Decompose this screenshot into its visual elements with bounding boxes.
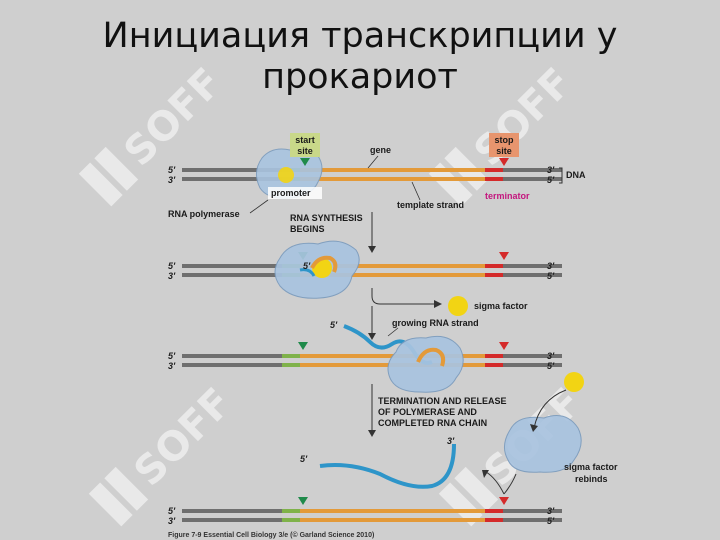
- dna-5prime-label: 5′: [168, 506, 176, 516]
- rna-5prime-label: 5′: [300, 454, 308, 464]
- dna-5prime-label: 5′: [547, 516, 555, 526]
- watermark-top-left: SOFF: [78, 60, 232, 207]
- watermark-top-right: SOFF: [428, 60, 582, 207]
- dna-5prime-label: 5′: [547, 361, 555, 371]
- dna-3prime-label: 3′: [168, 271, 176, 281]
- stop-site-label: site: [496, 146, 512, 156]
- dna-label: DNA: [566, 170, 586, 180]
- dna-5prime-label: 5′: [168, 351, 176, 361]
- slide-title: Инициация транскрипции у прокариот: [0, 16, 720, 98]
- watermark-text: SOFF: [116, 60, 232, 176]
- dna-5prime-label: 5′: [168, 261, 176, 271]
- template-strand-label: template strand: [397, 200, 464, 210]
- dna-3prime-label: 3′: [168, 175, 176, 185]
- start-site-label: start: [295, 135, 315, 145]
- sigma-factor-rebinds-label: sigma factor: [564, 462, 618, 472]
- rna-polymerase: [387, 335, 464, 393]
- gene-label: gene: [370, 145, 391, 155]
- rebinding-sigma-factor: [564, 372, 584, 392]
- watermark-text: SOFF: [126, 380, 242, 496]
- slide-title-line2: прокариот: [262, 57, 458, 97]
- sigma-factor: [278, 167, 294, 183]
- dna-3prime-label: 3′: [547, 506, 555, 516]
- watermark-text: SOFF: [466, 60, 582, 176]
- sigma-factor-label: sigma factor: [474, 301, 528, 311]
- rna-5prime-label: 5′: [330, 320, 338, 330]
- dna-row-1: [182, 168, 562, 181]
- stop-site-label: stop: [495, 135, 515, 145]
- rna-5prime-label: 5′: [303, 261, 311, 271]
- stop-site-box: [489, 133, 519, 157]
- promoter-label: promoter: [271, 188, 311, 198]
- stop-site-marker: [499, 158, 509, 166]
- rna-3prime-label: 3′: [447, 436, 455, 446]
- released-sigma-factor: [448, 296, 468, 316]
- free-rna-polymerase: [504, 415, 582, 473]
- rna-synthesis-begins-label: BEGINS: [290, 224, 325, 234]
- sigma-factor-rebinds-label: rebinds: [575, 474, 608, 484]
- dna-5prime-label: 5′: [168, 165, 176, 175]
- rna-polymerase-label: RNA polymerase: [168, 209, 240, 219]
- slide-title-line1: Инициация транскрипции у: [102, 16, 618, 56]
- figure-caption: Figure 7-9 Essential Cell Biology 3/e (©…: [168, 531, 374, 539]
- termination-label: COMPLETED RNA CHAIN: [378, 418, 487, 428]
- watermark-bottom-left: SOFF: [88, 380, 242, 527]
- dna-3prime-label: 3′: [547, 351, 555, 361]
- dna-3prime-label: 3′: [547, 165, 555, 175]
- terminator-label: terminator: [485, 191, 530, 201]
- dna-5prime-label: 5′: [547, 271, 555, 281]
- dna-bracket: [559, 167, 563, 184]
- start-site-box: [290, 133, 320, 157]
- termination-label: OF POLYMERASE AND: [378, 407, 477, 417]
- dna-3prime-label: 3′: [168, 516, 176, 526]
- dna-3prime-label: 3′: [168, 361, 176, 371]
- dna-row-4: [182, 497, 562, 522]
- dna-row-2: [182, 252, 562, 277]
- dna-3prime-label: 3′: [547, 261, 555, 271]
- termination-label: TERMINATION AND RELEASE: [378, 396, 507, 406]
- completed-rna: [319, 443, 456, 489]
- start-site-label: site: [297, 146, 313, 156]
- rna-synthesis-begins-label: RNA SYNTHESIS: [290, 213, 363, 223]
- dna-5prime-label: 5′: [547, 175, 555, 185]
- growing-rna-strand-label: growing RNA strand: [392, 318, 479, 328]
- start-site-marker: [300, 158, 310, 166]
